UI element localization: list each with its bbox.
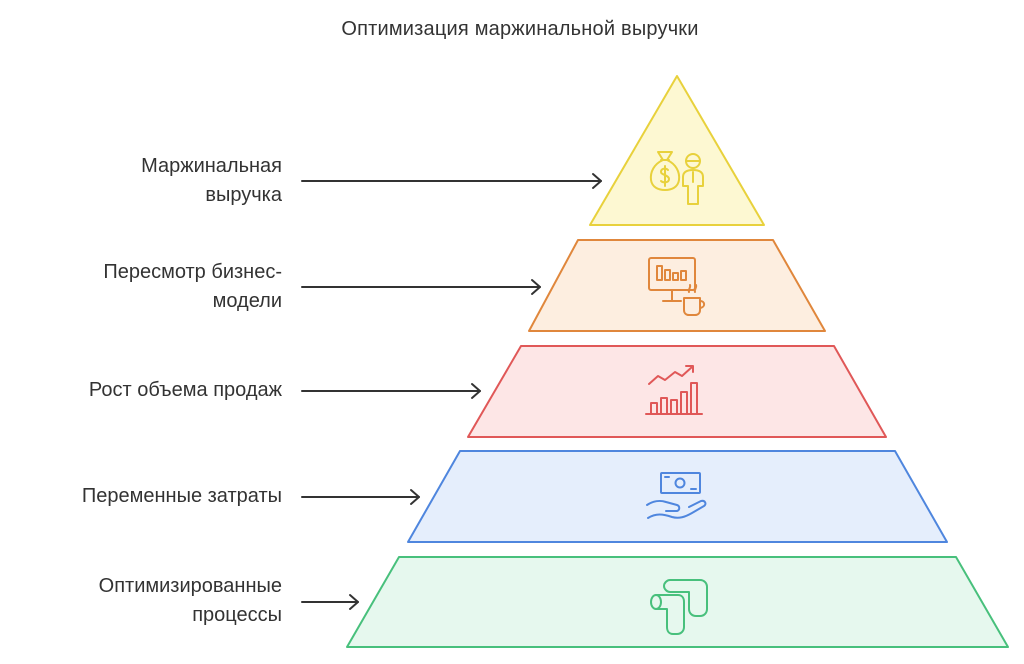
arrow-marginal-revenue (301, 173, 602, 189)
pyramid-level-5 (346, 556, 1009, 648)
pyramid-level-1 (589, 75, 765, 226)
pyramid-level-2 (528, 239, 826, 332)
label-variable-costs: Переменные затраты (0, 482, 282, 511)
label-line: выручка (205, 184, 282, 206)
label-line: процессы (192, 604, 282, 626)
hand-money-icon (646, 472, 707, 519)
arrow-sales-growth (301, 383, 481, 399)
monitor-chart-coffee-icon (648, 257, 706, 316)
label-line: Оптимизированные (98, 575, 282, 597)
arrow-optimized-processes (301, 594, 359, 610)
label-optimized-processes: Оптимизированные процессы (0, 572, 282, 630)
label-line: Маржинальная (141, 155, 282, 177)
pyramid-level-4 (407, 450, 948, 543)
label-line: Рост объема продаж (88, 379, 282, 401)
pipe-process-icon (650, 579, 708, 635)
label-sales-growth: Рост объема продаж (0, 376, 282, 405)
arrow-business-model (301, 279, 541, 295)
arrow-variable-costs (301, 489, 420, 505)
label-business-model: Пересмотр бизнес- модели (0, 258, 282, 316)
label-line: модели (212, 290, 282, 312)
label-line: Пересмотр бизнес- (103, 261, 282, 283)
label-marginal-revenue: Маржинальная выручка (0, 152, 282, 210)
pyramid-level-3 (467, 345, 887, 438)
growth-chart-icon (645, 365, 703, 415)
diagram-title: Оптимизация маржинальной выручки (341, 18, 699, 40)
money-bag-person-icon (649, 151, 704, 205)
label-line: Переменные затраты (81, 485, 282, 507)
